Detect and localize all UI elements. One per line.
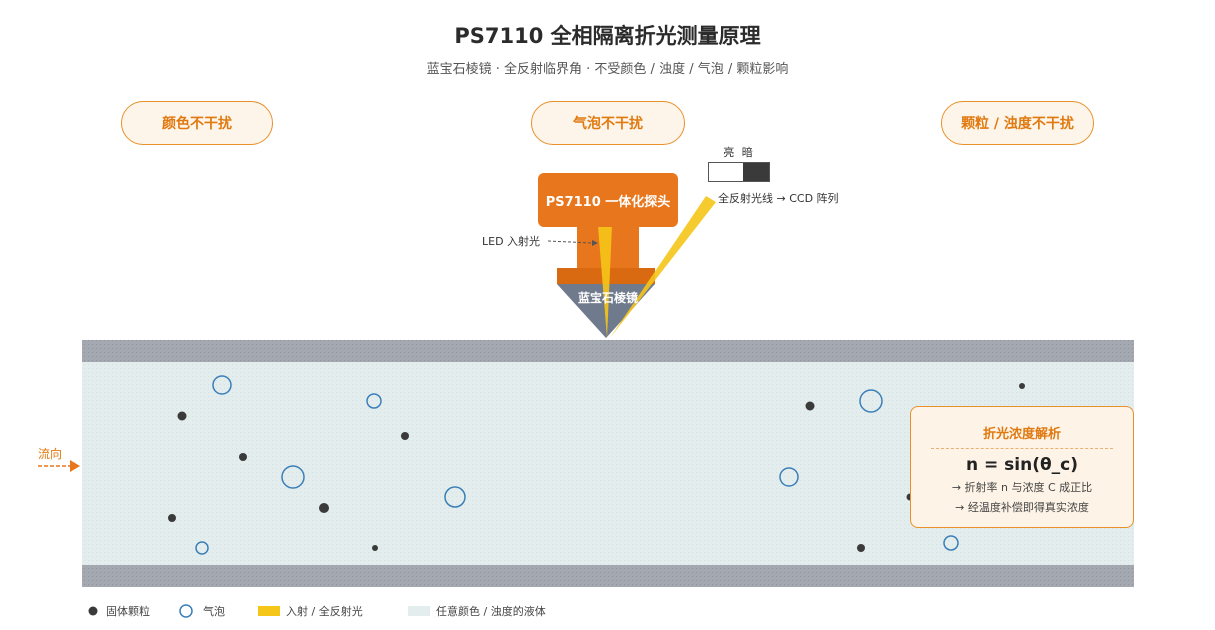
light-dark-switch xyxy=(708,162,770,182)
bubble xyxy=(444,486,466,508)
legend-light: 入射 / 全反射光 xyxy=(286,605,363,618)
pill-bubble: 气泡不干扰 xyxy=(531,101,685,145)
info-box-line-1: → 折射率 n 与浓度 C 成正比 xyxy=(951,481,1093,494)
reflected-beam xyxy=(610,196,716,338)
particle xyxy=(805,401,815,411)
bubble xyxy=(195,541,209,555)
legend-liquid-swatch xyxy=(408,606,430,616)
led-pointer-arrow xyxy=(592,240,598,246)
switch-label: 亮 暗 xyxy=(723,146,755,159)
bubble xyxy=(366,393,382,409)
led-pointer xyxy=(547,240,593,244)
particle xyxy=(372,545,378,551)
bubble xyxy=(943,535,959,551)
particle xyxy=(239,453,247,461)
tir-note: 全反射光线 → CCD 阵列 xyxy=(718,192,839,205)
bubble xyxy=(281,465,305,489)
pipe-top-wall xyxy=(82,340,1134,362)
prism-label: 蓝宝石棱镜 xyxy=(577,291,638,305)
bubbles xyxy=(195,375,959,555)
info-box: 折光浓度解析 n = sin(θ_c) → 折射率 n 与浓度 C 成正比 → … xyxy=(910,406,1134,528)
page-title: PS7110 全相隔离折光测量原理 xyxy=(454,24,761,48)
legend-liquid: 任意颜色 / 浊度的液体 xyxy=(436,605,546,618)
particle xyxy=(319,503,329,513)
flow-arrow-head xyxy=(70,460,80,472)
particle xyxy=(857,544,865,552)
bubble xyxy=(779,467,799,487)
particle xyxy=(401,432,409,440)
legend-particle-swatch xyxy=(88,606,98,616)
particle xyxy=(168,514,176,522)
info-box-formula: n = sin(θ_c) xyxy=(965,455,1079,475)
particle xyxy=(1019,383,1025,389)
info-box-line-2: → 经温度补偿即得真实浓度 xyxy=(955,501,1089,514)
pipe-bottom-wall xyxy=(82,565,1134,587)
bubble xyxy=(212,375,232,395)
legend-bubble-swatch xyxy=(179,604,193,618)
legend-particle: 固体颗粒 xyxy=(106,605,150,618)
led-note: LED 入射光 xyxy=(482,235,541,248)
legend-light-swatch xyxy=(258,606,280,616)
bubble xyxy=(859,389,883,413)
pill-color: 颜色不干扰 xyxy=(121,101,273,145)
info-box-title: 折光浓度解析 xyxy=(982,427,1061,442)
flow-label: 流向 xyxy=(38,447,63,461)
probe-label: PS7110 一体化探头 xyxy=(538,173,678,227)
legend-bubble: 气泡 xyxy=(203,605,225,618)
incident-beam xyxy=(598,226,612,338)
page-subtitle: 蓝宝石棱镜 · 全反射临界角 · 不受颜色 / 浊度 / 气泡 / 颗粒影响 xyxy=(426,62,789,77)
pill-particle: 颗粒 / 浊度不干扰 xyxy=(941,101,1094,145)
particle xyxy=(177,411,187,421)
